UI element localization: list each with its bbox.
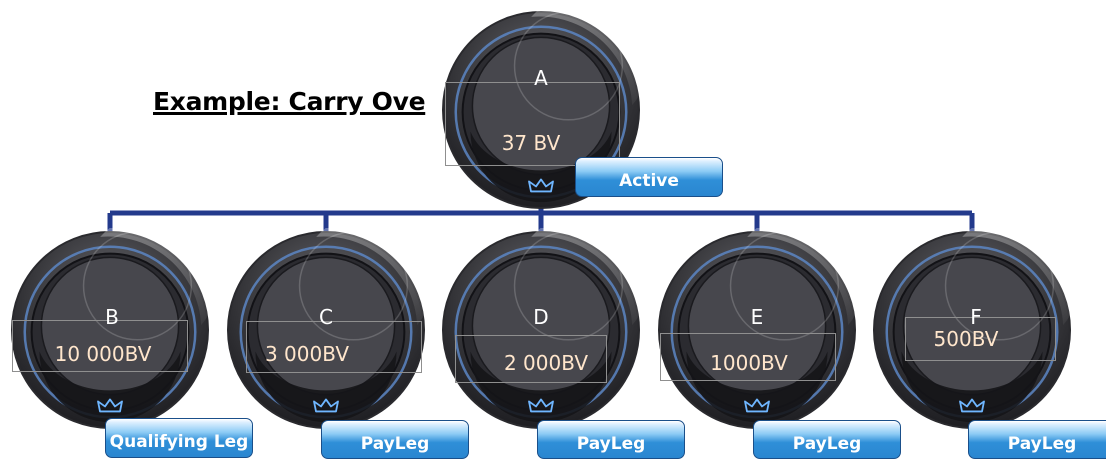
node-d-label-box bbox=[455, 335, 607, 383]
node-b-label-box bbox=[12, 320, 188, 372]
node-e-value: 1000BV bbox=[710, 351, 788, 375]
node-e-label-box bbox=[660, 333, 836, 381]
node-c-value: 3 000BV bbox=[264, 342, 350, 366]
node-d-value: 2 000BV bbox=[503, 351, 589, 375]
page-title: Example: Carry Ove bbox=[153, 87, 426, 116]
node-b-status-badge: Qualifying Leg bbox=[105, 418, 253, 458]
node-a-value: 37 BV bbox=[501, 131, 561, 155]
node-f-status-badge: PayLeg bbox=[968, 420, 1106, 459]
node-b-letter: B bbox=[105, 305, 119, 329]
node-d-badge-icon bbox=[442, 228, 643, 429]
node-e-letter: E bbox=[750, 305, 764, 329]
node-b bbox=[8, 228, 212, 432]
node-d-status-badge: PayLeg bbox=[537, 420, 685, 459]
node-f-value: 500BV bbox=[933, 327, 999, 351]
node-e-badge-icon bbox=[658, 228, 859, 429]
node-c-letter: C bbox=[319, 305, 333, 329]
node-f-letter: F bbox=[970, 305, 982, 329]
node-c-badge-icon bbox=[227, 228, 428, 429]
node-c-status-badge: PayLeg bbox=[321, 420, 469, 459]
node-b-badge-icon bbox=[11, 228, 212, 429]
node-a-label-box bbox=[445, 82, 620, 166]
node-a-status-badge: Active bbox=[575, 157, 723, 197]
node-e bbox=[655, 228, 859, 432]
node-f-label-box bbox=[905, 317, 1056, 361]
node-e-status-badge: PayLeg bbox=[753, 420, 901, 459]
node-c bbox=[224, 228, 428, 432]
node-d-letter: D bbox=[533, 305, 549, 329]
node-c-label-box bbox=[246, 321, 422, 373]
node-a-letter: A bbox=[534, 66, 548, 90]
node-d bbox=[439, 228, 643, 432]
node-b-value: 10 000BV bbox=[54, 342, 152, 366]
